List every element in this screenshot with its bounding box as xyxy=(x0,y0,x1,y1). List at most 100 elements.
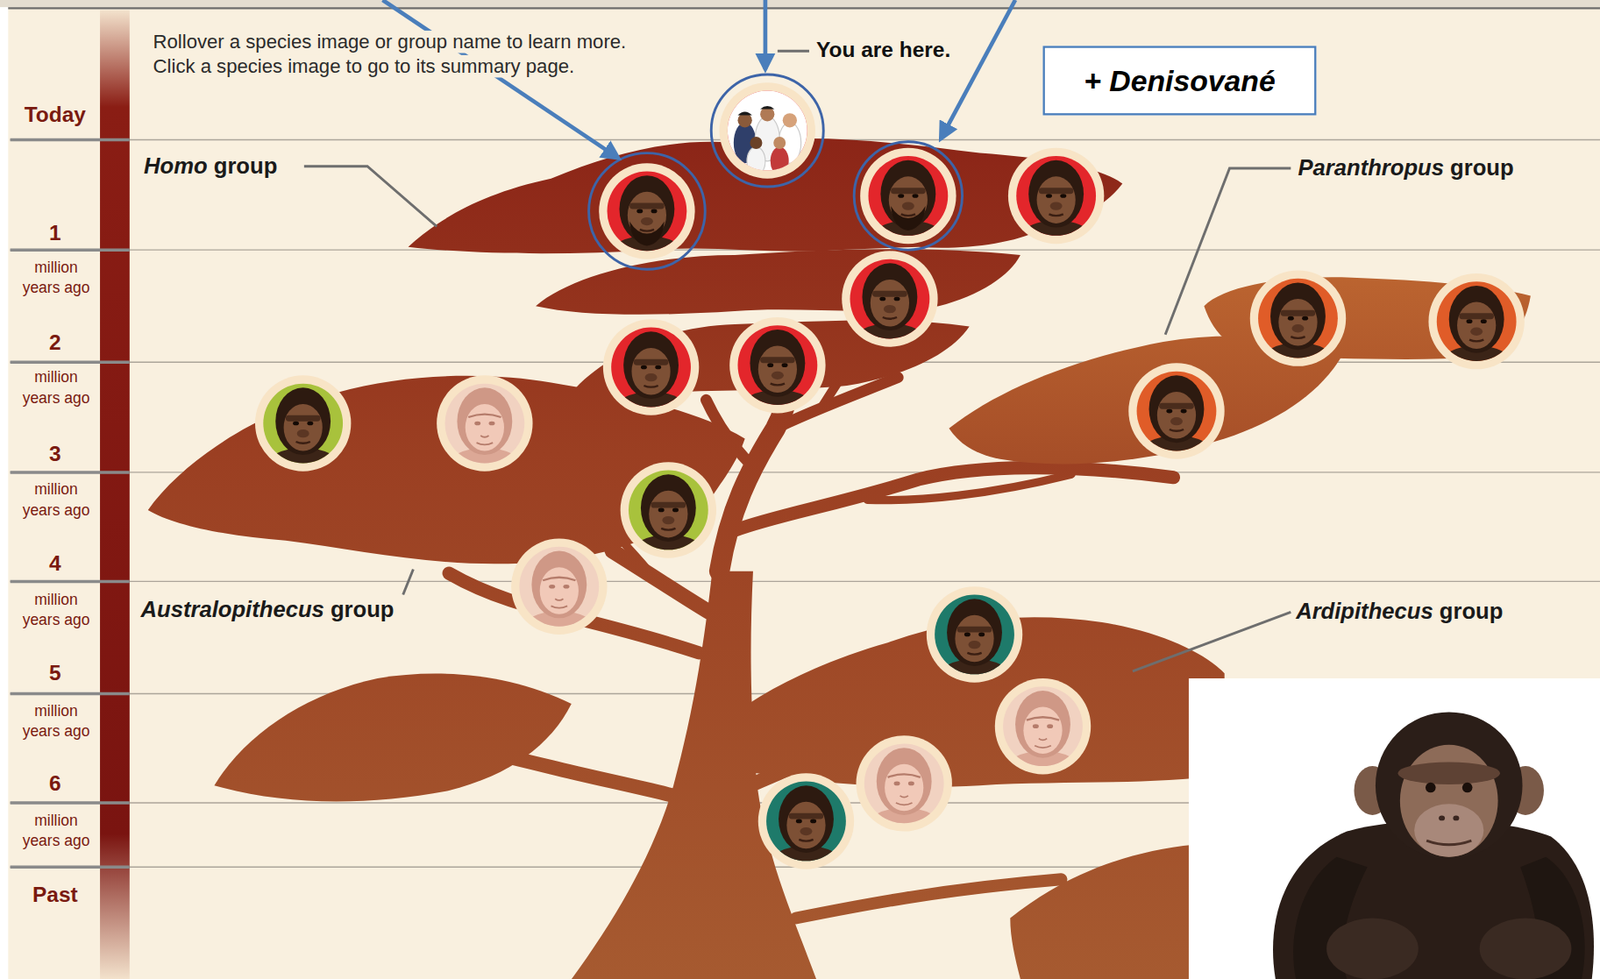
species-portrait xyxy=(729,317,825,431)
chimpanzee-photo xyxy=(1414,803,1484,858)
pointer-arrow xyxy=(382,0,1016,158)
species-portrait xyxy=(1437,285,1515,387)
time-grid xyxy=(10,470,130,474)
chimpanzee-photo xyxy=(1479,918,1572,979)
acacia-tree xyxy=(796,879,1062,918)
timeline-unit: million years ago xyxy=(19,701,93,743)
species-portrait xyxy=(255,375,351,489)
highlight-ring xyxy=(853,142,962,250)
frame xyxy=(0,0,8,979)
species-portrait xyxy=(603,319,699,433)
chimpanzee-photo xyxy=(1398,761,1501,785)
chimpanzee-photo xyxy=(1426,840,1472,846)
species-portrait xyxy=(767,785,845,887)
highlight-ring xyxy=(711,74,824,187)
species-portrait xyxy=(1016,160,1095,262)
species-portrait xyxy=(1258,282,1337,384)
time-grid xyxy=(10,10,1600,979)
chimpanzee-photo xyxy=(1326,918,1419,979)
leader-line xyxy=(777,49,810,53)
timeline-unit: million years ago xyxy=(19,590,93,632)
instruction-text: Rollover a species image or group name t… xyxy=(149,30,630,53)
species-portrait xyxy=(721,85,814,178)
species-portrait xyxy=(1003,690,1081,792)
timeline-number: 1 xyxy=(10,220,100,245)
species-portrait xyxy=(767,785,845,887)
timeline-unit: million years ago xyxy=(19,367,93,409)
you-are-here-label: You are here. xyxy=(813,37,954,63)
species-portrait xyxy=(856,735,953,849)
species-portrait xyxy=(520,551,598,653)
chimpanzee-photo xyxy=(1438,816,1445,822)
pointer-arrow xyxy=(940,0,1016,139)
species-portrait xyxy=(865,747,943,849)
leader-line xyxy=(304,50,1291,672)
timeline-number: 3 xyxy=(10,441,100,467)
species-portrait xyxy=(263,387,342,489)
species-portrait xyxy=(739,329,817,431)
frame xyxy=(0,0,1600,8)
genus-name: Homo xyxy=(143,153,208,179)
genus-name: Australopithecus xyxy=(141,597,325,623)
species-portrait xyxy=(1428,273,1524,387)
chimpanzee-photo xyxy=(1375,711,1523,860)
time-grid xyxy=(10,866,130,869)
group-label: Australopithecus group xyxy=(141,597,395,623)
acacia-tree xyxy=(867,474,1072,500)
species-portrait xyxy=(1128,362,1224,477)
species-portrait xyxy=(851,263,929,364)
species-portrait xyxy=(851,263,929,364)
species-portrait xyxy=(869,160,947,262)
timeline-unit: million years ago xyxy=(19,256,93,299)
species-portrait xyxy=(1250,270,1346,384)
leader-line xyxy=(304,166,437,228)
acacia-tree xyxy=(611,551,710,613)
species-portrait xyxy=(1016,160,1095,262)
time-grid xyxy=(10,692,130,696)
species-portrait xyxy=(1008,148,1104,262)
acacia-tree xyxy=(719,392,789,572)
species-portrait xyxy=(1437,285,1515,387)
acacia-tree xyxy=(213,674,571,803)
species-portrait xyxy=(611,331,690,433)
species-portrait xyxy=(446,387,524,489)
timeline-number: 6 xyxy=(10,771,100,797)
frame xyxy=(7,7,1600,9)
genus-name: Ardipithecus xyxy=(1295,598,1434,625)
species-portrait xyxy=(841,250,938,364)
species-portrait xyxy=(935,598,1013,700)
species-portrait xyxy=(263,387,342,489)
chimpanzee-photo xyxy=(1462,782,1473,794)
group-word: group xyxy=(1433,598,1504,625)
timeline-unit: million years ago xyxy=(19,810,93,852)
time-grid xyxy=(10,801,130,804)
chimpanzee-photo xyxy=(1188,678,1600,979)
group-label: Ardipithecus group xyxy=(1295,598,1503,625)
pointer-arrow xyxy=(382,0,619,158)
time-grid xyxy=(10,248,130,251)
species-portrait xyxy=(739,329,817,431)
species-portrait xyxy=(926,586,1023,700)
time-grid xyxy=(10,581,1600,583)
species-portrait xyxy=(758,773,854,887)
callout-text: + Denisované xyxy=(1083,63,1276,100)
acacia-tree xyxy=(734,468,1174,532)
chimpanzee-photo xyxy=(1400,745,1499,858)
species-portrait xyxy=(520,551,598,653)
chimpanzee-photo xyxy=(1188,678,1600,979)
callout-box: + Denisované xyxy=(1043,45,1317,115)
species-portrait xyxy=(629,474,707,576)
species-portrait xyxy=(446,387,524,489)
time-grid xyxy=(99,10,130,979)
group-label: Paranthropus group xyxy=(1297,155,1514,181)
timeline-number: 2 xyxy=(10,330,100,356)
species-portrait xyxy=(935,598,1013,700)
species-portrait xyxy=(865,747,943,849)
time-grid xyxy=(10,580,130,584)
species-portrait xyxy=(611,331,690,433)
chimpanzee-photo xyxy=(1452,816,1459,822)
